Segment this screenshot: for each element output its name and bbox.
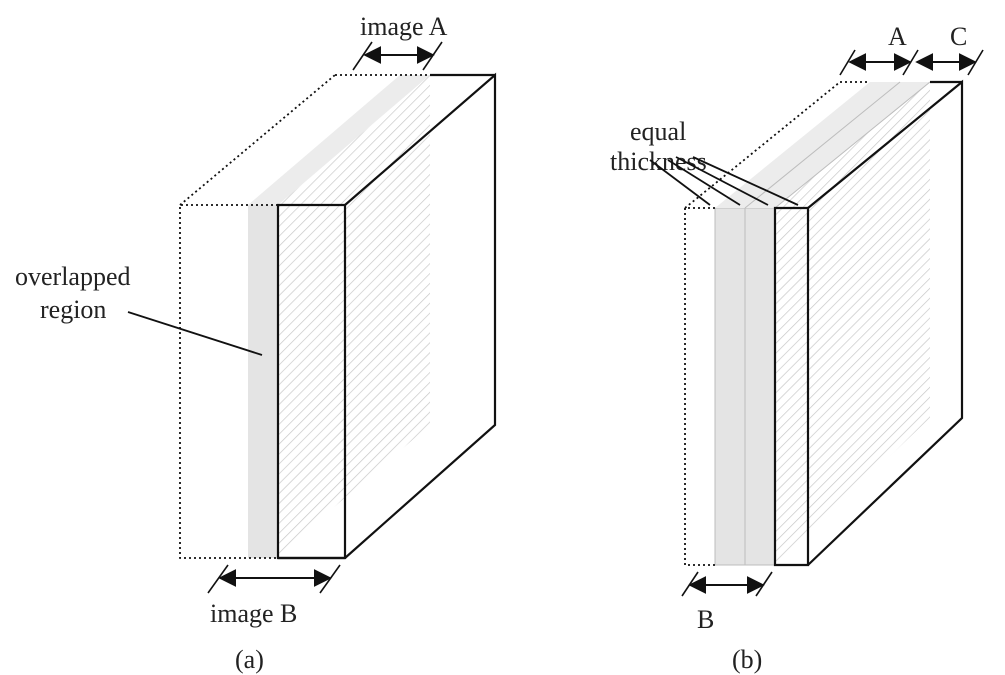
image-a-label: image A	[360, 12, 448, 41]
image-a-box-outline	[344, 72, 497, 559]
image-b-top-dotted	[179, 74, 336, 206]
overlap-leader-line	[127, 311, 263, 356]
panel-b: A C B equal thickness (b)	[610, 22, 984, 674]
image-b2-top-dotted	[684, 81, 841, 209]
image-b2-dotted-outline	[684, 207, 715, 566]
overlap-strip-1	[714, 207, 746, 566]
c-label: C	[950, 22, 967, 51]
equal-label-line1: equal	[630, 117, 686, 146]
overlap-front-strip	[248, 205, 278, 558]
panel-b-caption: (b)	[732, 645, 762, 674]
overlap-top-divider-2	[774, 81, 931, 209]
image-b-dotted-outline	[179, 204, 278, 559]
overlap-strip-2	[744, 207, 776, 566]
image-b-label: image B	[210, 599, 297, 628]
overlap-label-line2: region	[40, 295, 106, 324]
image-c-box-outline	[807, 79, 964, 566]
overlap-top-2	[745, 82, 930, 208]
a-label: A	[888, 22, 907, 51]
equal-leader-2	[667, 159, 741, 206]
equal-leader-3	[675, 156, 769, 206]
overlap-top-1	[715, 82, 900, 208]
equal-leader-4	[692, 156, 799, 206]
b-label: B	[697, 605, 714, 634]
image-a-hatched-face	[278, 75, 430, 555]
equal-label-line2: thickness	[610, 147, 707, 176]
panel-a-caption: (a)	[235, 645, 264, 674]
equal-leader-1	[649, 159, 711, 206]
overlap-top-divider	[744, 81, 901, 209]
panel-a: image A image B overlapped region (a)	[15, 12, 497, 674]
overlap-top-strip	[248, 75, 430, 205]
overlap-label-line1: overlapped	[15, 262, 131, 291]
